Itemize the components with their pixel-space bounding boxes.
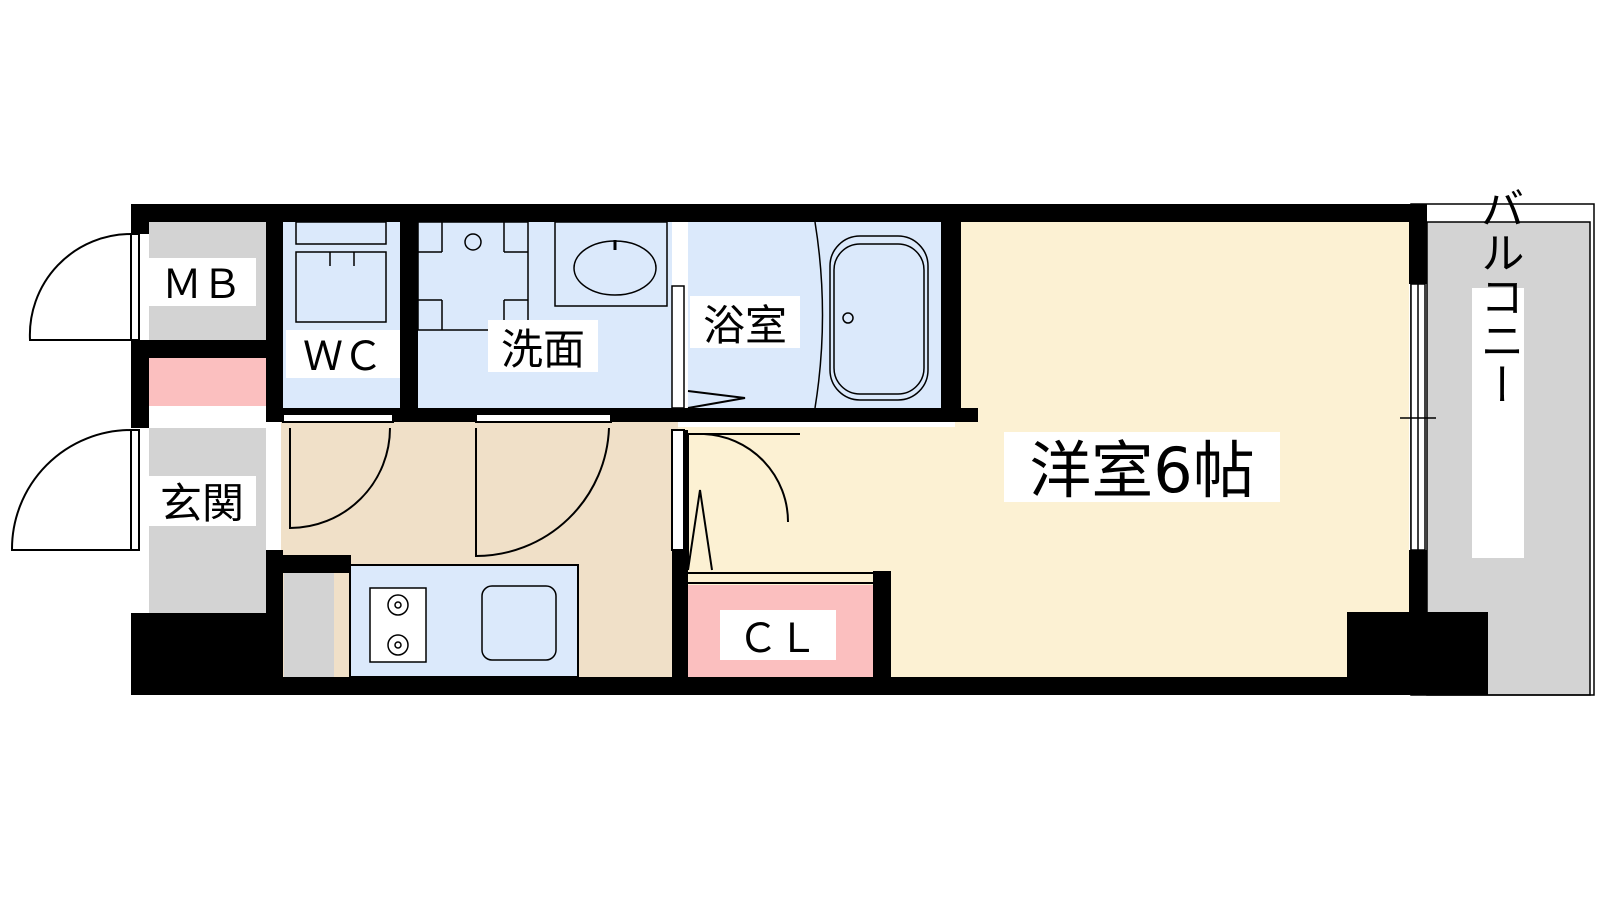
wc-label: ＷＣ — [303, 334, 383, 380]
washroom-label: 洗面 — [501, 325, 585, 374]
washroom-label-bg — [488, 320, 598, 372]
bathroom-label: 浴室 — [703, 301, 787, 350]
entrance-label: 玄関 — [160, 479, 244, 528]
fixtures — [295, 221, 929, 663]
mb-label: ＭＢ — [162, 262, 242, 308]
entrance-label-bg — [149, 476, 256, 526]
western-room-label: 洋室6帖 — [1029, 434, 1254, 507]
doors — [10, 232, 873, 584]
closet-label-bg — [720, 610, 836, 660]
closet-label: ＣＬ — [738, 616, 818, 662]
balcony-window — [1400, 283, 1436, 551]
bathroom-label-bg — [690, 296, 800, 348]
wc-floor — [283, 222, 400, 408]
walls — [131, 204, 1488, 695]
washroom-floor — [418, 222, 672, 408]
balcony-label-bg — [1472, 288, 1524, 558]
balcony-label: バルコニー — [1473, 186, 1524, 406]
shoe-storage — [284, 573, 334, 677]
mb-label-bg — [149, 258, 256, 306]
western-room-label-bg — [1004, 432, 1280, 502]
wc-label-bg — [286, 330, 400, 378]
pink-storage — [149, 358, 266, 406]
bathroom-window — [671, 285, 685, 409]
